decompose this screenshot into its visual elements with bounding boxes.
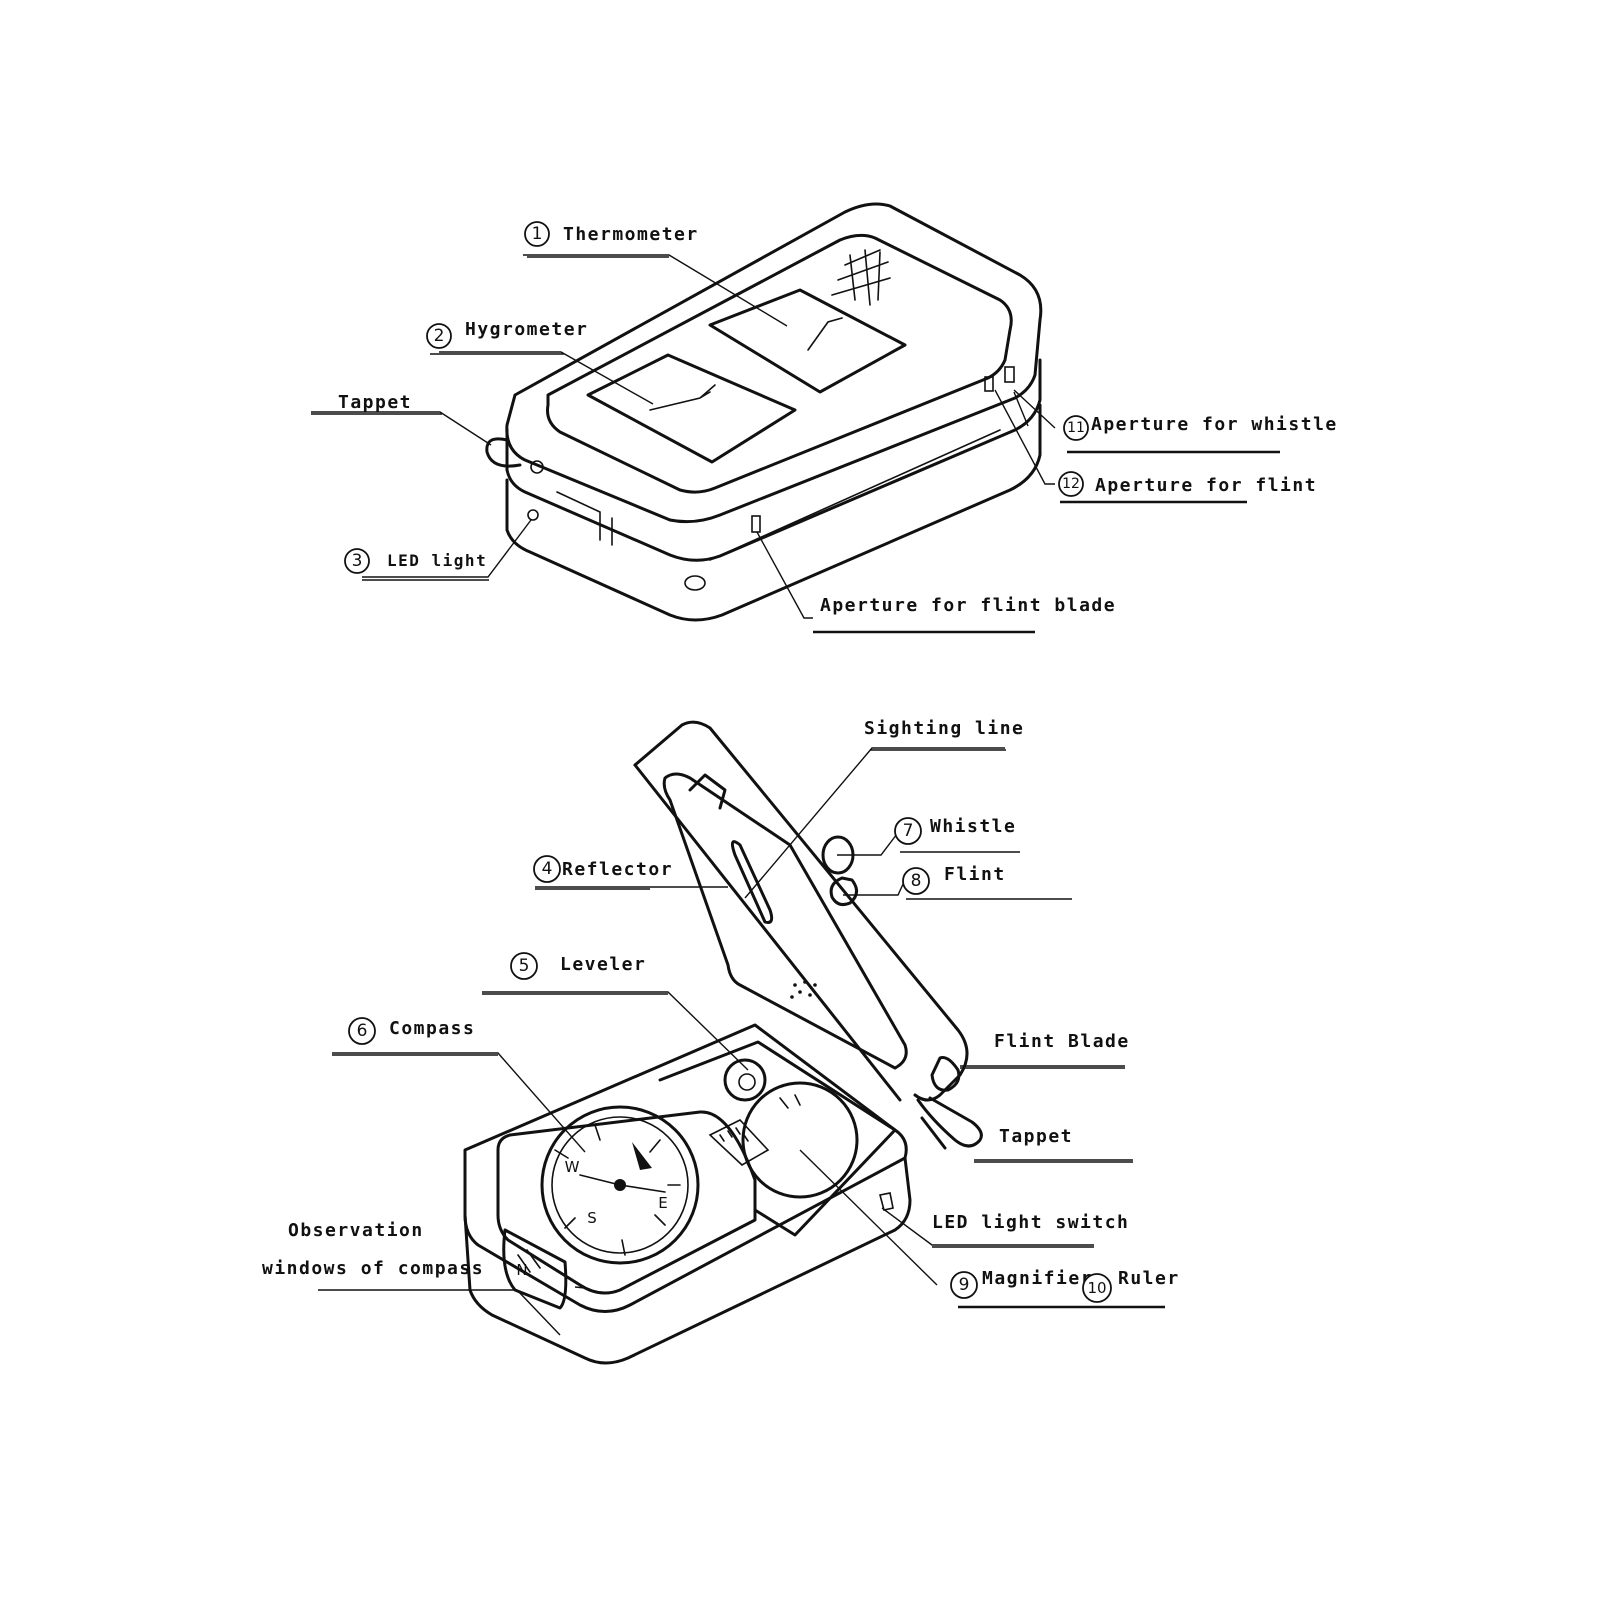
svg-text:3: 3 — [352, 551, 363, 571]
callout-compass: 6 Compass — [332, 1017, 498, 1056]
svg-text:Leveler: Leveler — [560, 954, 646, 975]
callout-aperture-whistle: 11 Aperture for whistle — [1063, 414, 1338, 454]
svg-text:S: S — [587, 1209, 597, 1227]
svg-text:Aperture for whistle: Aperture for whistle — [1091, 414, 1338, 435]
svg-text:Reflector: Reflector — [562, 859, 673, 880]
open-device-drawing: W E S N — [463, 720, 983, 1365]
svg-text:Tappet: Tappet — [338, 392, 412, 413]
svg-text:Ruler: Ruler — [1118, 1268, 1180, 1289]
svg-text:4: 4 — [542, 859, 553, 879]
svg-text:Aperture for flint: Aperture for flint — [1095, 475, 1317, 496]
svg-text:Tappet: Tappet — [999, 1126, 1073, 1147]
callout-sighting-line: Sighting line — [864, 718, 1024, 751]
svg-text:Observation: Observation — [288, 1220, 424, 1241]
svg-text:Magnifier: Magnifier — [982, 1268, 1093, 1289]
callout-flint-blade: Flint Blade — [960, 1031, 1130, 1069]
callout-aperture-flint: 12 Aperture for flint — [1058, 471, 1317, 504]
callout-observation-windows: Observation windows of compass — [262, 1220, 517, 1291]
svg-text:E: E — [658, 1194, 667, 1212]
svg-text:Flint: Flint — [944, 864, 1006, 885]
closed-device-drawing — [485, 202, 1043, 622]
callout-whistle: 7 Whistle — [894, 816, 1020, 853]
callout-leveler: 5 Leveler — [482, 952, 668, 995]
callout-thermometer: 1 Thermometer — [524, 221, 699, 258]
callout-led-light-switch: LED light switch — [932, 1212, 1129, 1248]
svg-text:2: 2 — [434, 326, 445, 346]
svg-text:10: 10 — [1087, 1279, 1106, 1297]
svg-text:1: 1 — [532, 224, 543, 244]
svg-text:9: 9 — [959, 1275, 970, 1295]
svg-text:5: 5 — [519, 956, 530, 976]
svg-text:LED light switch: LED light switch — [932, 1212, 1129, 1233]
callout-aperture-flint-blade: Aperture for flint blade — [813, 595, 1116, 634]
callout-hygrometer: 2 Hygrometer — [426, 319, 588, 355]
svg-text:windows of compass: windows of compass — [262, 1258, 484, 1279]
svg-text:N: N — [516, 1261, 527, 1279]
callout-led-light: 3 LED light — [344, 548, 489, 581]
bottom-leaders — [332, 747, 1133, 1336]
svg-text:8: 8 — [911, 871, 922, 891]
svg-text:W: W — [565, 1158, 580, 1176]
svg-text:Aperture for flint blade: Aperture for flint blade — [820, 595, 1116, 616]
callout-tappet-bottom: Tappet — [974, 1126, 1133, 1163]
svg-text:Sighting line: Sighting line — [864, 718, 1024, 739]
callout-ruler: 10 Ruler — [958, 1268, 1180, 1309]
svg-text:12: 12 — [1062, 476, 1080, 492]
svg-text:Thermometer: Thermometer — [563, 224, 699, 245]
svg-text:6: 6 — [357, 1021, 368, 1041]
top-leaders — [311, 254, 1056, 619]
callout-reflector: 4 Reflector — [533, 855, 673, 890]
svg-text:Hygrometer: Hygrometer — [465, 319, 588, 340]
callout-tappet-top: Tappet — [311, 392, 442, 415]
svg-text:Whistle: Whistle — [930, 816, 1016, 837]
svg-text:Compass: Compass — [389, 1018, 475, 1039]
svg-text:11: 11 — [1067, 420, 1085, 436]
callout-flint: 8 Flint — [902, 864, 1072, 900]
callout-magnifier: 9 Magnifier — [950, 1268, 1093, 1299]
svg-text:7: 7 — [903, 821, 914, 841]
svg-text:LED light: LED light — [387, 551, 487, 570]
svg-text:Flint Blade: Flint Blade — [994, 1031, 1130, 1052]
